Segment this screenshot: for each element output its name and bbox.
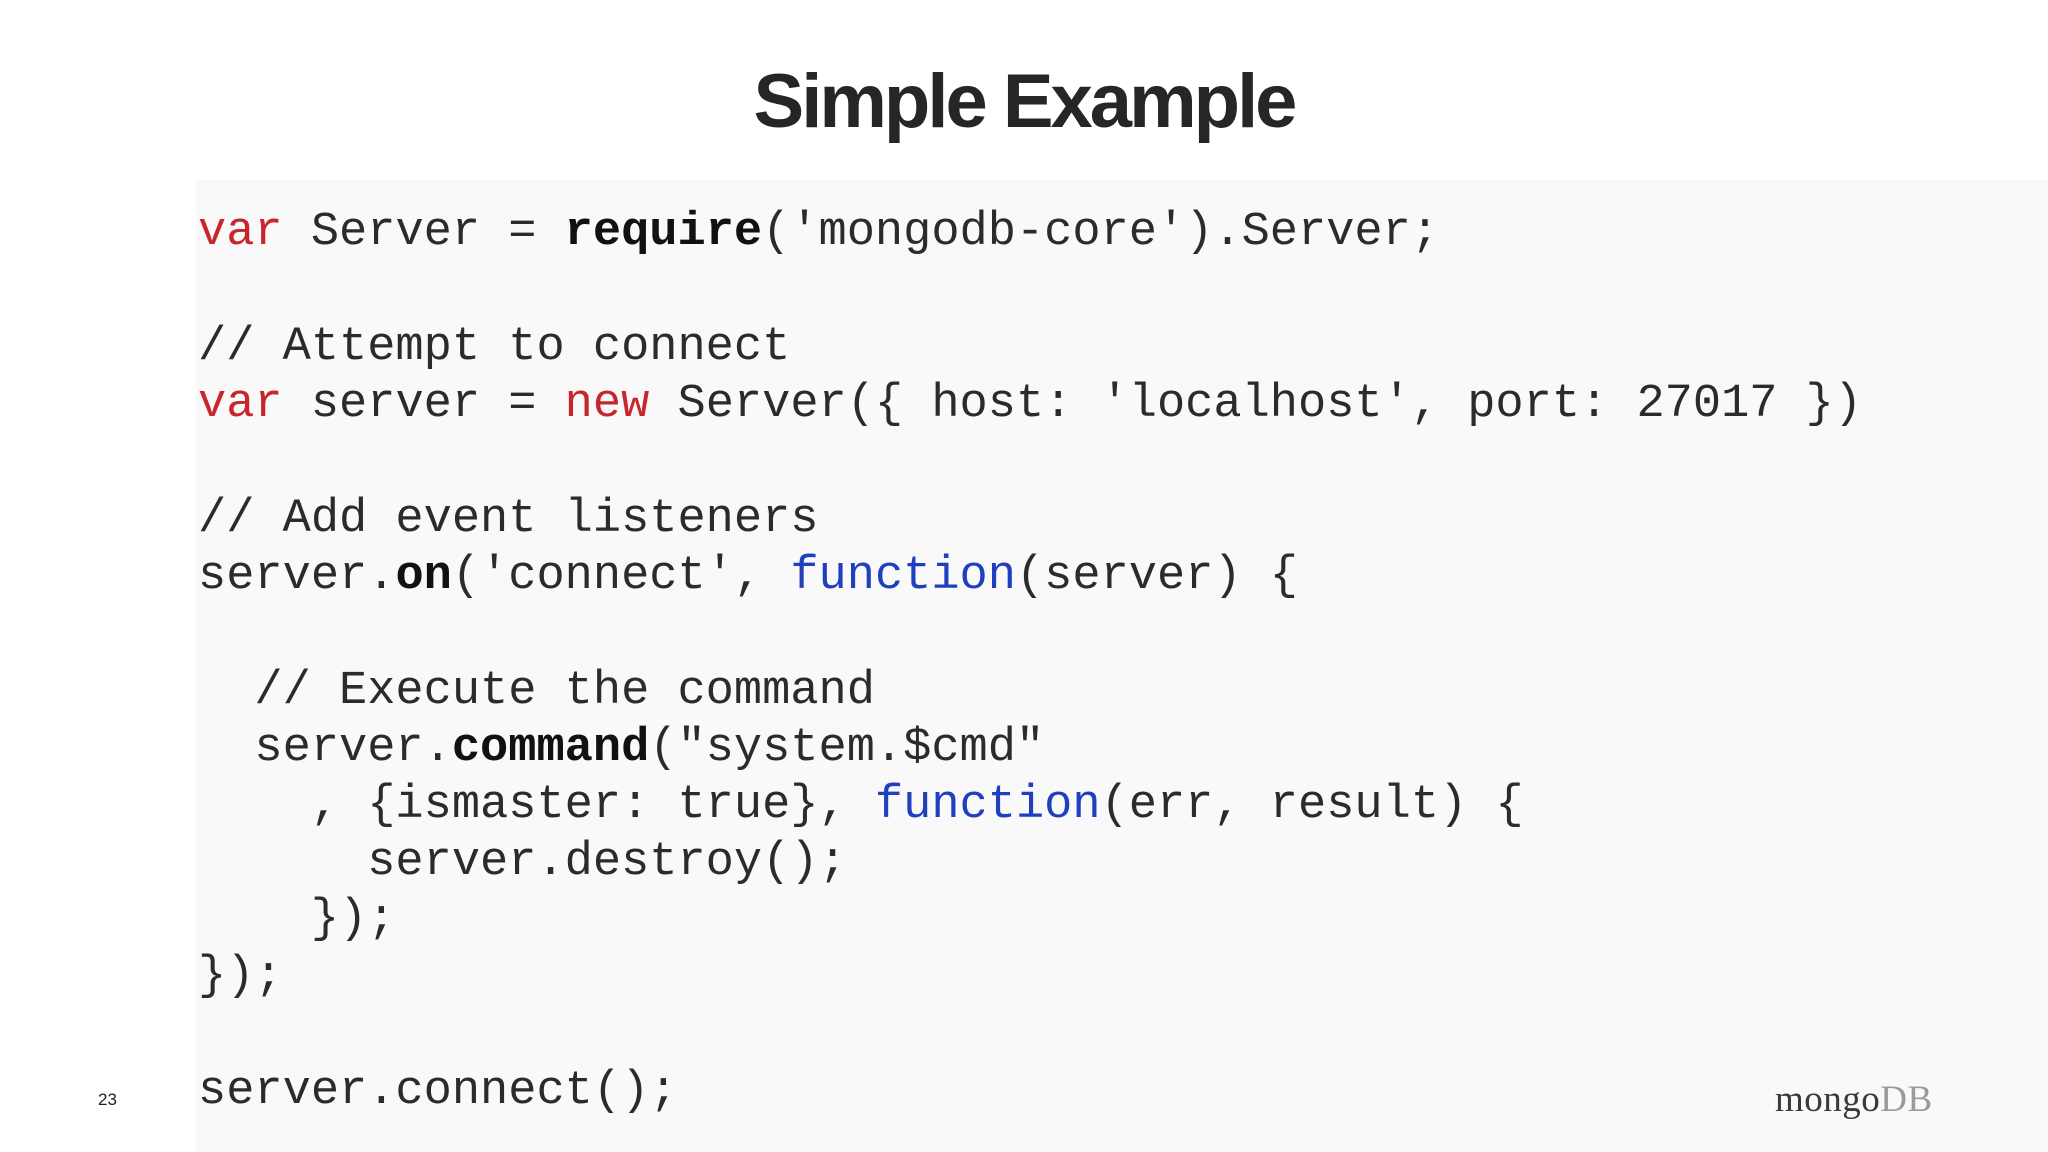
- code-line-server-connect: server.connect();: [198, 1065, 678, 1118]
- code-text: (server) {: [1015, 550, 1299, 603]
- code-comment-attempt-connect: // Attempt to connect: [198, 321, 791, 374]
- method-on: on: [395, 550, 452, 603]
- code-line-new-server: var server = new Server({ host: 'localho…: [198, 377, 1862, 433]
- code-comment-execute-command: // Execute the command: [198, 665, 875, 718]
- mongodb-logo: mongoDB: [1775, 1078, 1933, 1121]
- code-line-ismaster-callback: , {ismaster: true}, function(err, result…: [198, 778, 1524, 834]
- code-line-close-listener: });: [198, 950, 283, 1003]
- code-line-server-destroy: server.destroy();: [198, 836, 847, 889]
- method-command: command: [451, 722, 650, 775]
- logo-text-db: DB: [1880, 1079, 1933, 1120]
- code-text: ('mongodb-core').Server;: [762, 206, 1440, 259]
- logo-text-mongo: mongo: [1775, 1079, 1881, 1120]
- keyword-var: var: [198, 206, 283, 259]
- code-text: server.: [198, 550, 396, 603]
- code-text: Server({ host: 'localhost', port: 27017 …: [649, 378, 1863, 431]
- code-text: ('connect',: [451, 550, 791, 603]
- keyword-function: function: [790, 550, 1016, 603]
- code-text: server.: [198, 722, 452, 775]
- keyword-new: new: [564, 378, 650, 431]
- function-require: require: [564, 206, 763, 259]
- code-line-close-callback: });: [198, 893, 396, 946]
- code-text: Server =: [282, 206, 565, 259]
- code-text: (err, result) {: [1100, 779, 1524, 832]
- code-text: server =: [282, 378, 565, 431]
- code-line-server-command: server.command("system.$cmd": [198, 721, 1044, 777]
- code-text: , {ismaster: true},: [198, 779, 875, 832]
- slide-title: Simple Example: [753, 59, 1298, 144]
- keyword-var: var: [198, 378, 283, 431]
- code-comment-add-listeners: // Add event listeners: [198, 493, 819, 546]
- keyword-function: function: [874, 779, 1101, 832]
- code-text: ("system.$cmd": [649, 722, 1045, 775]
- slide-number: 23: [98, 1090, 117, 1109]
- code-line-require-server: var Server = require('mongodb-core').Ser…: [198, 205, 1439, 261]
- code-panel-background: [196, 180, 2048, 1152]
- code-line-server-on-connect: server.on('connect', function(server) {: [198, 549, 1298, 605]
